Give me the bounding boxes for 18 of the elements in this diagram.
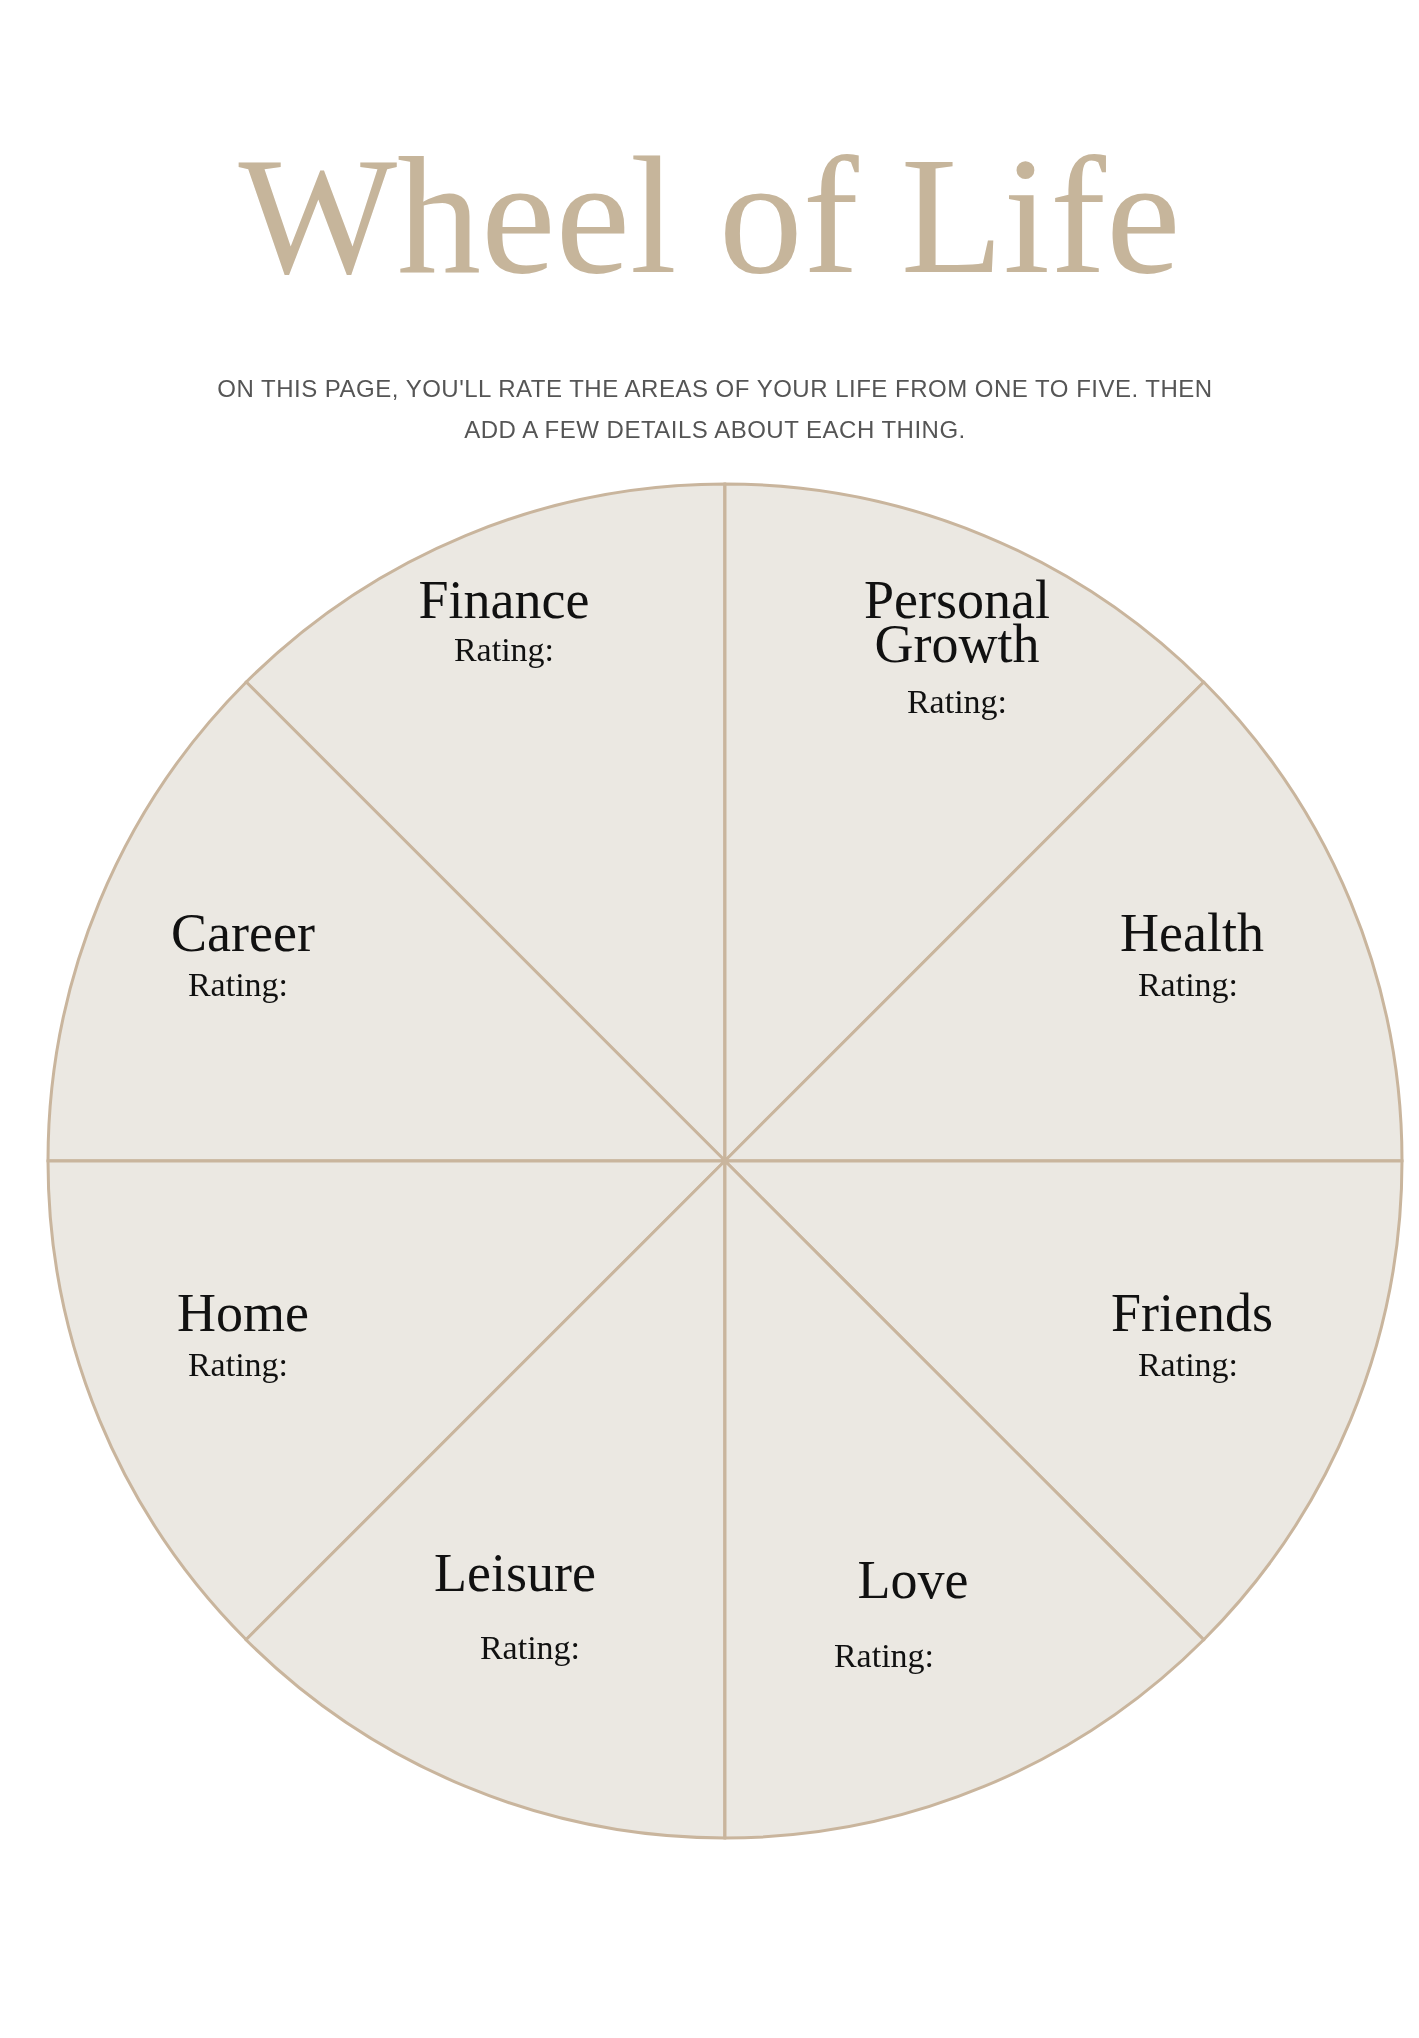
rating-label: Rating: bbox=[453, 630, 555, 670]
area-title: Personal Growth bbox=[863, 578, 1051, 666]
area-title: Home bbox=[176, 1291, 310, 1335]
instruction-text: ON THIS PAGE, YOU'LL RATE THE AREAS OF YOUR LIFE FROM ONE TO FIVE. THEN ADD A FEW DETAILS ABOUT EACH THING. bbox=[216, 374, 1214, 445]
area-title: Leisure bbox=[433, 1551, 597, 1595]
rating-label: Rating: bbox=[1137, 965, 1239, 1005]
rating-label: Rating: bbox=[906, 682, 1008, 722]
area-title: Health bbox=[1119, 911, 1265, 955]
area-title: Friends bbox=[1110, 1291, 1274, 1335]
rating-label: Rating: bbox=[833, 1636, 935, 1676]
rating-label: Rating: bbox=[1137, 1345, 1239, 1385]
area-title: Finance bbox=[417, 578, 591, 622]
rating-label: Rating: bbox=[187, 1345, 289, 1385]
area-title: Career bbox=[170, 911, 316, 955]
area-title: Love bbox=[856, 1558, 970, 1602]
rating-label: Rating: bbox=[479, 1628, 581, 1668]
title: Wheel of Life bbox=[237, 121, 1182, 310]
rating-label: Rating: bbox=[187, 965, 289, 1005]
